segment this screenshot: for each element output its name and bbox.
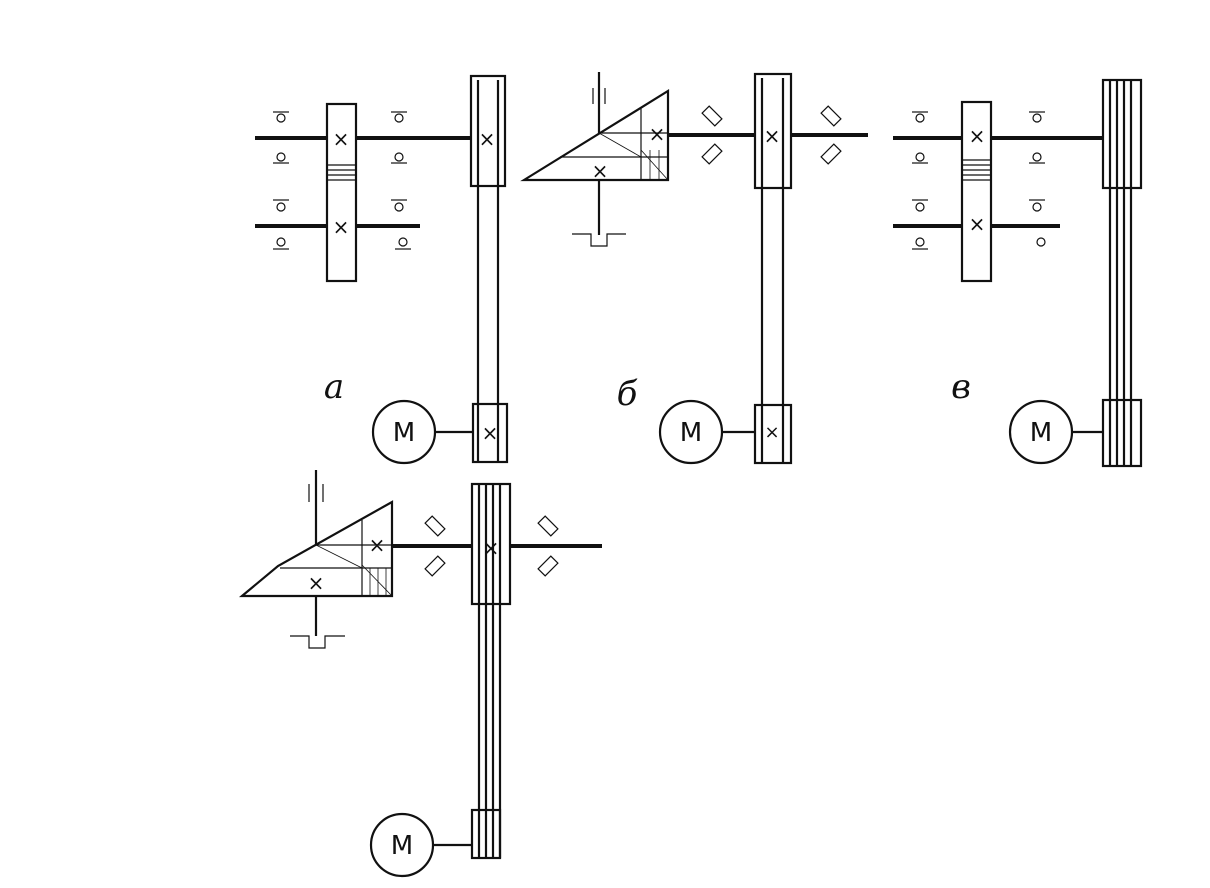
scheme-v-belt [1101,78,1143,468]
scheme-v-gear-block [960,100,993,283]
scheme-a-gear-mark-upper: × [333,127,350,151]
svg-text:×: × [764,422,779,443]
svg-text:×: × [649,122,666,146]
scheme-g-thrust-bearing [290,635,345,649]
scheme-b-thrust-bearing [572,233,626,247]
scheme-b-motor-label: М [680,418,702,448]
scheme-a-gear-mark-lower: × [333,215,350,239]
scheme-a-bearings [273,111,411,250]
scheme-a-gear-block [325,102,358,283]
scheme-b-bearings [701,105,842,165]
scheme-a-label: а [324,367,344,407]
scheme-a-belt: × × [469,74,509,464]
scheme-g-belt: × [470,482,512,860]
scheme-a-motor-label: М [393,418,415,448]
svg-text:×: × [369,533,386,557]
svg-text:×: × [592,159,609,183]
scheme-v: × × М в [893,78,1143,468]
scheme-b-label: б [617,374,638,414]
scheme-g-motor-label: М [391,831,413,861]
svg-text:×: × [764,124,781,148]
scheme-g-bevel-gear [238,500,394,598]
scheme-g-bearings [424,515,559,577]
svg-text:×: × [969,124,986,148]
scheme-b-belt: × × [753,72,793,465]
svg-text:×: × [308,571,325,595]
svg-text:×: × [969,212,986,236]
svg-text:×: × [482,421,499,445]
scheme-g: × × × М [238,470,602,878]
scheme-v-label: в [951,367,971,407]
scheme-b: × × × × М б [520,72,868,465]
scheme-a: × × × × М а [255,74,509,465]
scheme-v-bearings [912,111,1046,250]
svg-text:×: × [479,127,496,151]
scheme-v-motor-label: М [1030,418,1052,448]
svg-text:×: × [483,536,500,560]
